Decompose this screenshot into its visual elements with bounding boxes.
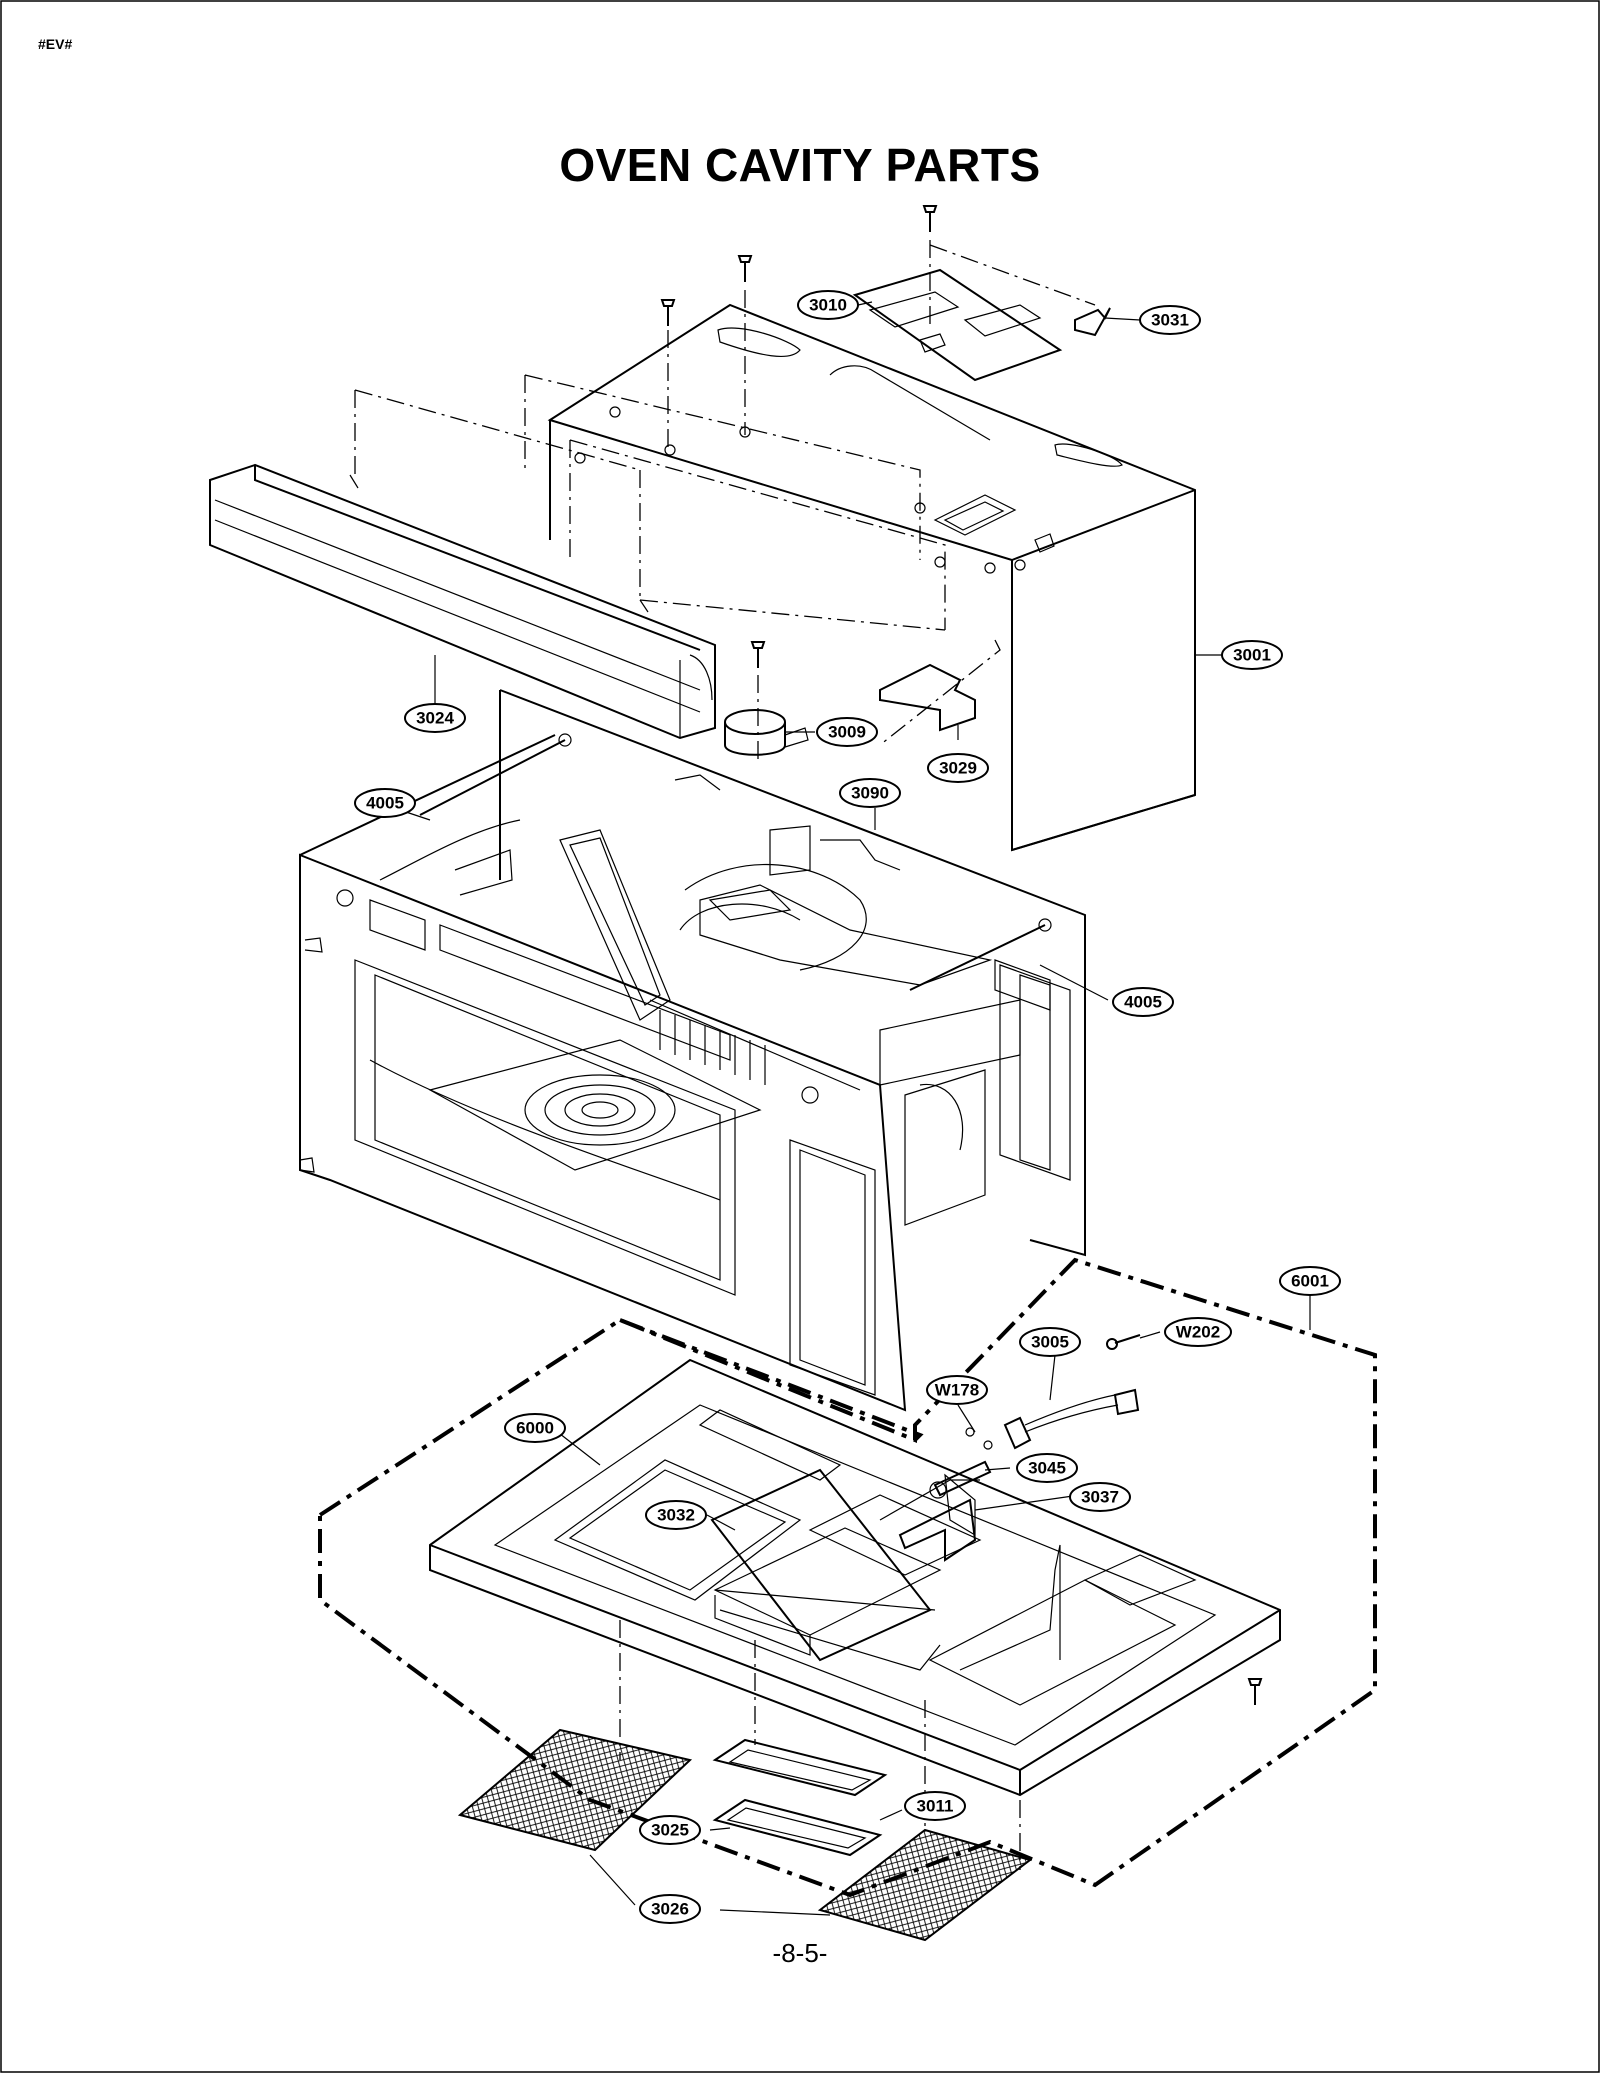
callout-3032-label: 3032 xyxy=(657,1506,695,1525)
inner-cavity xyxy=(299,689,1086,1412)
callout-3011-label: 3011 xyxy=(917,1797,954,1816)
component-3032 xyxy=(710,1468,932,1662)
component-3032-edge xyxy=(714,1589,936,1611)
rod-4005 xyxy=(419,739,1046,991)
callout-3029-label: 3029 xyxy=(939,759,977,778)
wire-harness-3005 xyxy=(1003,1388,1140,1450)
callout-4005-lower: 4005 xyxy=(1112,987,1174,1017)
callout-W178-label: W178 xyxy=(935,1381,979,1400)
callout-3026-label: 3026 xyxy=(651,1900,689,1919)
callout-3025-label: 3025 xyxy=(651,1821,689,1840)
clip-3031 xyxy=(1074,307,1111,337)
screw-W202 xyxy=(1106,1334,1141,1350)
callout-6001: 6001 xyxy=(1279,1266,1341,1296)
page-number: -8-5- xyxy=(772,1938,828,1968)
vent-grille-3024 xyxy=(209,463,716,740)
callout-3009-label: 3009 xyxy=(828,723,866,742)
wiring-3090 xyxy=(674,774,901,871)
callout-4005-lower-label: 4005 xyxy=(1124,993,1162,1012)
screw-W178 xyxy=(965,1427,993,1450)
callout-6000: 6000 xyxy=(504,1413,566,1443)
outer-case-3001 xyxy=(547,303,1196,852)
callout-6001-label: 6001 xyxy=(1291,1272,1329,1291)
callout-3045: 3045 xyxy=(1016,1453,1078,1483)
lamp-3045 xyxy=(929,1460,992,1499)
document-code: #EV# xyxy=(38,36,73,52)
callout-3001-label: 3001 xyxy=(1233,646,1271,665)
callout-3005-label: 3005 xyxy=(1031,1333,1069,1352)
lens-holder-3025 xyxy=(712,1798,883,1857)
page-title: OVEN CAVITY PARTS xyxy=(559,139,1041,191)
callout-3045-label: 3045 xyxy=(1028,1459,1066,1478)
callout-3005: 3005 xyxy=(1019,1327,1081,1357)
callout-3011: 3011 xyxy=(904,1791,966,1821)
callout-W202: W202 xyxy=(1164,1317,1232,1347)
assembly-group-6000-outline xyxy=(619,1318,924,1442)
callout-3010: 3010 xyxy=(797,290,859,320)
callout-3090-label: 3090 xyxy=(851,784,889,803)
lens-3011 xyxy=(712,1738,888,1797)
lamp-holder-3037 xyxy=(898,1498,977,1562)
top-screws xyxy=(660,205,938,668)
callout-3029: 3029 xyxy=(927,753,989,783)
callout-W202-label: W202 xyxy=(1176,1323,1220,1342)
callout-3009: 3009 xyxy=(816,717,878,747)
assembly-lines-upper xyxy=(354,240,1096,760)
bottom-plate-6000 xyxy=(429,1358,1281,1797)
callout-3026: 3026 xyxy=(639,1894,701,1924)
callout-3037-label: 3037 xyxy=(1081,1488,1119,1507)
callout-3001: 3001 xyxy=(1221,640,1283,670)
callout-3032: 3032 xyxy=(645,1500,707,1530)
callout-4005-upper-label: 4005 xyxy=(366,794,404,813)
callout-6000-label: 6000 xyxy=(516,1419,554,1438)
callout-4005-upper: 4005 xyxy=(354,788,416,818)
callout-3090: 3090 xyxy=(839,778,901,808)
callout-W178: W178 xyxy=(926,1375,988,1405)
grease-filter-3026-left xyxy=(457,1728,693,1852)
bracket-3029 xyxy=(879,663,976,732)
callout-3010-label: 3010 xyxy=(809,296,847,315)
bracket-3010 xyxy=(829,268,1063,441)
callout-3031: 3031 xyxy=(1139,305,1201,335)
lens-holder-3025-inner xyxy=(726,1807,867,1849)
lens-3011-inner xyxy=(728,1749,872,1791)
callout-3024: 3024 xyxy=(404,703,466,733)
callout-3031-label: 3031 xyxy=(1151,311,1189,330)
callout-3024-label: 3024 xyxy=(416,709,454,728)
bottom-screw xyxy=(1247,1678,1263,1705)
callout-3025: 3025 xyxy=(639,1815,701,1845)
callout-3037: 3037 xyxy=(1069,1482,1131,1512)
leader-lines xyxy=(384,301,1311,1916)
